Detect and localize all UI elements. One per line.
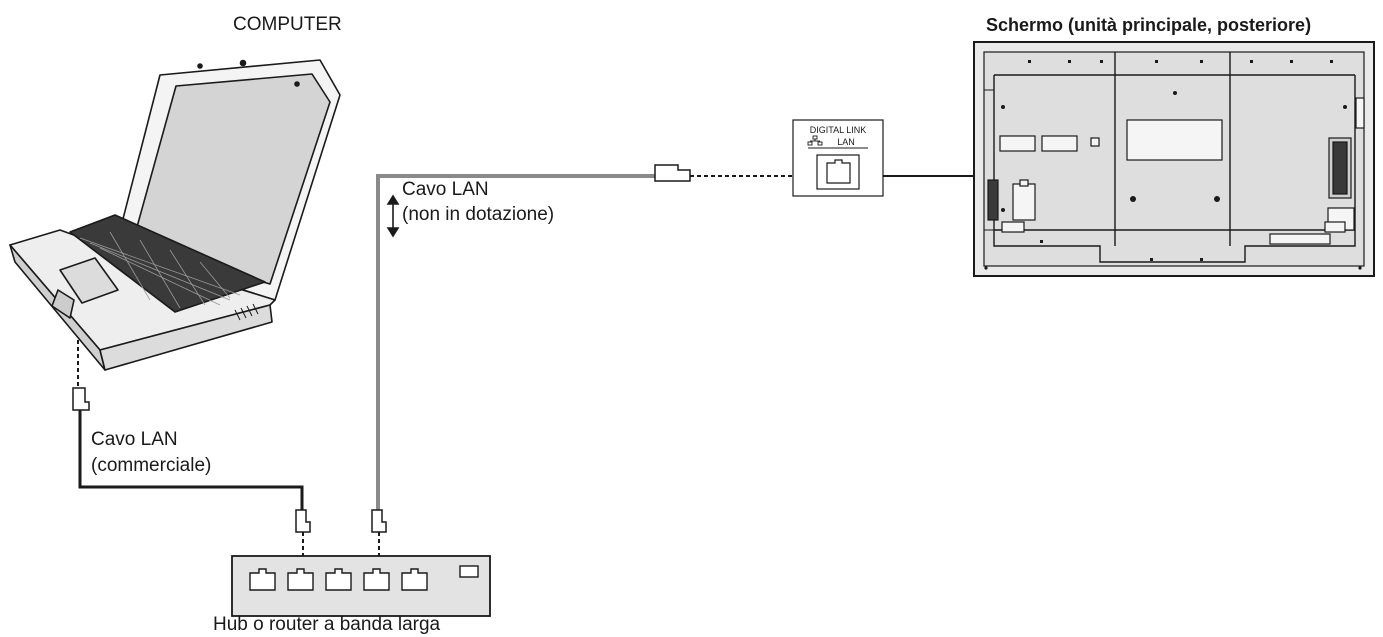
computer-label: COMPUTER [233,14,342,35]
cable-left-label-line1: Cavo LAN [91,429,178,450]
lan-connector-icon [72,387,90,411]
cable-top-label-line2: (non in dotazione) [402,204,555,225]
cable-top-label-line1: Cavo LAN [402,179,489,200]
double-arrow-icon [386,194,400,238]
cable-left-label-line2: (commerciale) [91,455,212,476]
lan-port-icon [826,159,851,184]
network-symbol-icon [807,135,823,146]
port-panel-sub: LAN [837,137,855,147]
display-label: Schermo (unità principale, posteriore) [986,15,1312,35]
lan-connector-icon [371,509,387,533]
lan-connector-icon [654,164,691,182]
lan-connector-icon [295,509,311,533]
digital-link-port-panel: DIGITAL LINK LAN [792,119,884,197]
port-panel-title: DIGITAL LINK [810,125,867,135]
laptop-icon [9,59,341,371]
display-rear-icon [973,41,1375,277]
network-hub-icon [231,555,491,617]
hub-label: Hub o router a banda larga [213,614,441,635]
